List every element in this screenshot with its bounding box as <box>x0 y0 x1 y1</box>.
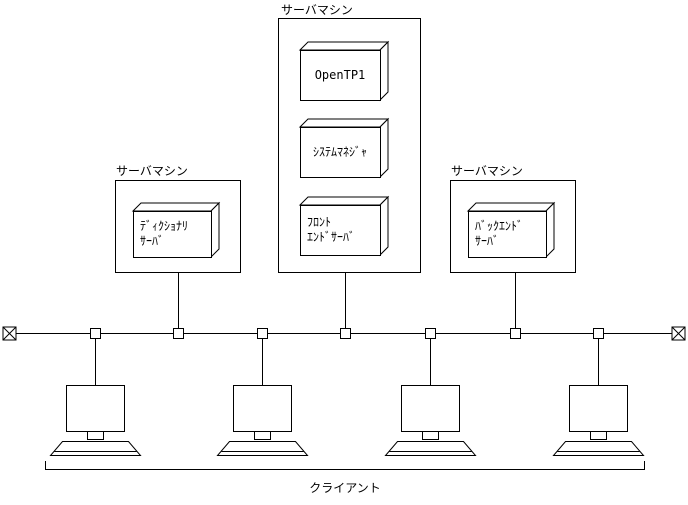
server-group-label-right: サーバマシン <box>451 164 523 178</box>
bus-tap <box>510 328 521 339</box>
component-label-opentp1: OpenTP1 <box>314 67 366 82</box>
component-label-system-manager: ｼｽﾃﾑﾏﾈｼﾞｬ <box>312 144 367 159</box>
cube-front-end-server <box>298 195 390 257</box>
client-computer-icon <box>553 385 644 456</box>
client-computer-icon <box>385 385 476 456</box>
cube-system-manager <box>298 117 390 179</box>
bus-terminator-right-icon <box>671 326 686 341</box>
cube-opentp1 <box>298 40 390 102</box>
client-bracket-label: クライアント <box>309 481 381 495</box>
cube-dictionary-server <box>131 201 221 259</box>
client-computer-icon <box>217 385 308 456</box>
client-computer-icon <box>50 385 141 456</box>
component-label-front-end-server: ﾌﾛﾝﾄ ｴﾝﾄﾞｻｰﾊﾞ <box>307 215 356 244</box>
bus-tap <box>425 328 436 339</box>
bus-tap <box>90 328 101 339</box>
bus-terminator-left-icon <box>2 326 17 341</box>
cube-back-end-server <box>466 201 556 259</box>
bus-tap <box>173 328 184 339</box>
component-label-back-end-server: ﾊﾞｯｸｴﾝﾄﾞ ｻｰﾊﾞ <box>475 219 524 248</box>
server-group-label-left: サーバマシン <box>116 164 188 178</box>
component-label-dictionary-server: ﾃﾞｨｸｼｮﾅﾘ ｻｰﾊﾞ <box>140 219 189 248</box>
bus-tap <box>340 328 351 339</box>
server-group-label-center: サーバマシン <box>281 3 353 17</box>
client-group-bracket <box>45 461 645 470</box>
bus-tap <box>593 328 604 339</box>
bus-tap <box>257 328 268 339</box>
